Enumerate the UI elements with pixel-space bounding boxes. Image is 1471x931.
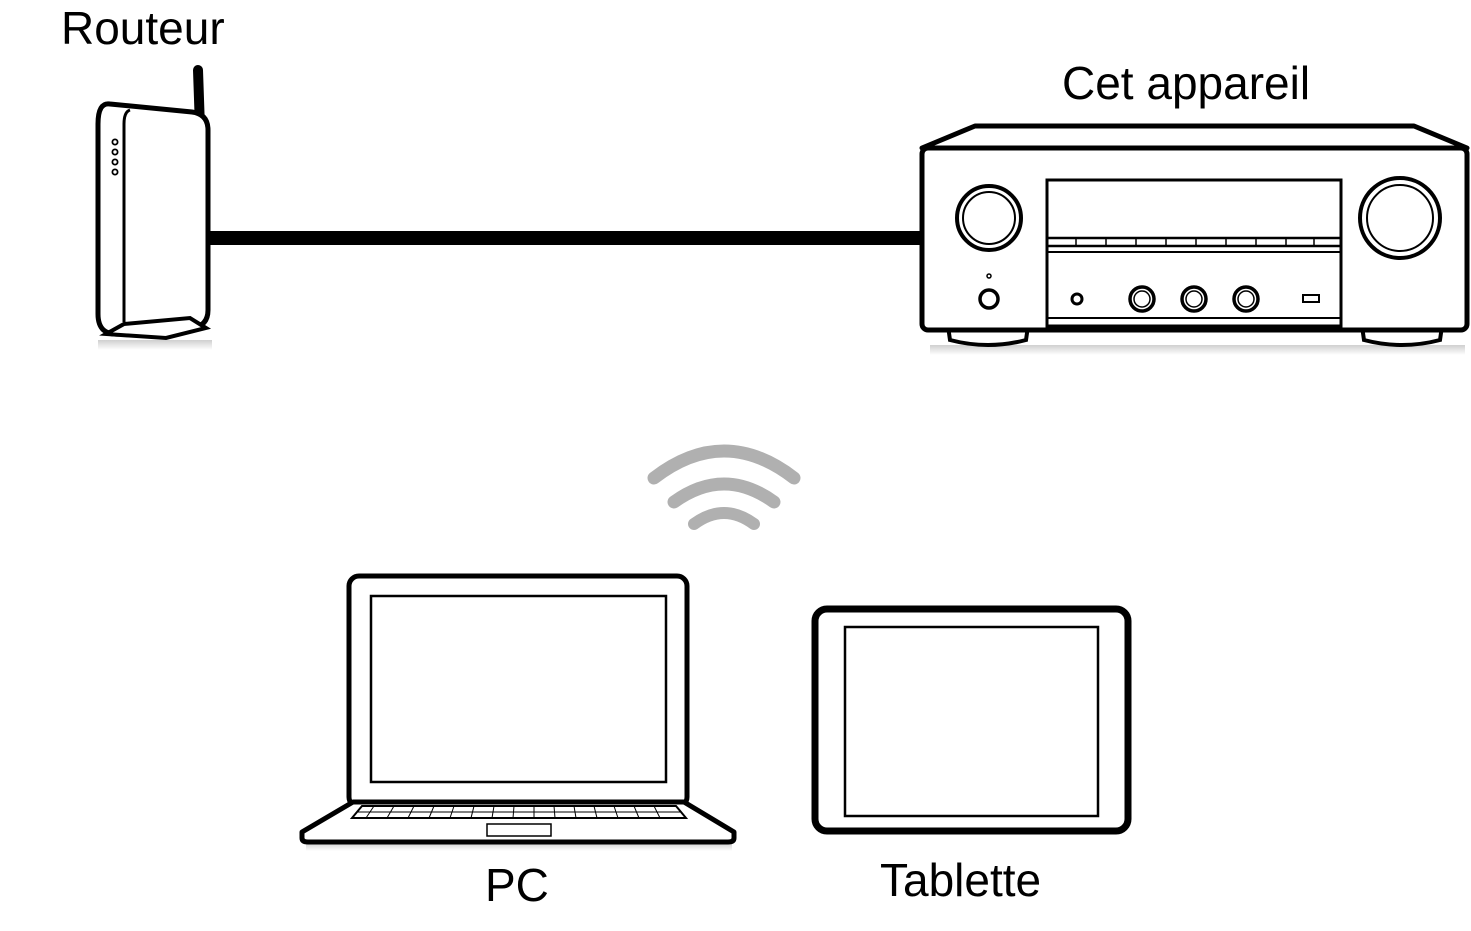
av-receiver-icon xyxy=(919,123,1470,355)
pc-label: PC xyxy=(485,859,549,911)
wifi-signal-icon xyxy=(647,444,801,530)
device-label: Cet appareil xyxy=(1062,57,1311,109)
router-icon xyxy=(95,65,212,350)
tablet-icon xyxy=(811,605,1132,835)
router-label: Routeur xyxy=(61,2,225,54)
tablet-label: Tablette xyxy=(880,854,1042,906)
laptop-icon xyxy=(299,573,737,851)
